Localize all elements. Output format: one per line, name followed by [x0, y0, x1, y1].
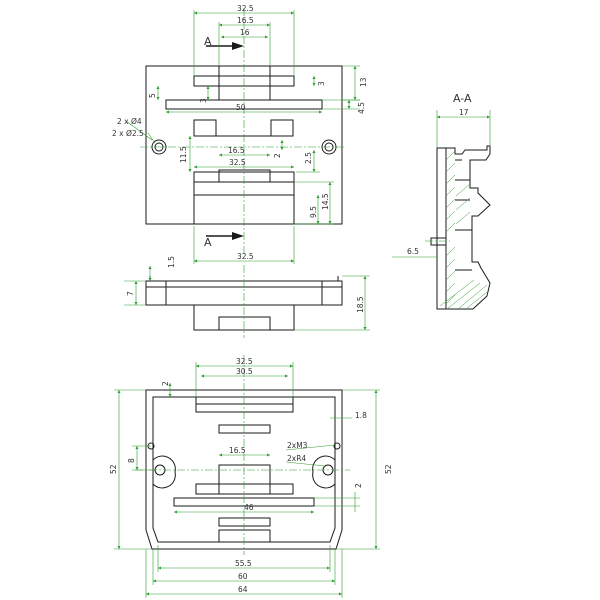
dim-label-h-14-5: 14.5 [321, 193, 330, 210]
dim-label-marker: A [204, 236, 212, 249]
bottom-bar-1 [218, 424, 271, 434]
top-slot-right [270, 119, 294, 137]
dim-label-w-17: 17 [459, 108, 469, 117]
dim-label-w-30-5: 30.5 [236, 367, 253, 376]
bottom-bar-2 [218, 517, 271, 527]
dim-label-w-46: 46 [244, 503, 254, 512]
dim-label-w-32-5: 32.5 [236, 357, 253, 366]
boss-left [152, 455, 176, 489]
thread-right-small [333, 442, 341, 450]
dim-label-holes-2-5: 2 x Ø2.5 [112, 129, 144, 138]
top-lower-block [193, 181, 295, 225]
dim-label-h-2: 2 [161, 381, 170, 386]
top-view: A A 32.5 16.5 16 50 13 [112, 4, 368, 264]
dim-label-w-16-5: 16.5 [229, 446, 246, 455]
section-pin [430, 237, 447, 246]
section-view: A-A 17 6.5 [392, 92, 491, 310]
dim-label-w-32-5-top: 32.5 [237, 4, 254, 13]
dim-label-w-16-5-low: 16.5 [228, 146, 245, 155]
bottom-center-arms [195, 483, 294, 495]
dim-label-threads: 2xM3 [287, 441, 308, 450]
dim-label-w-32-5-bottom: 32.5 [237, 252, 254, 261]
dim-label-h-52-right: 52 [384, 464, 393, 474]
dim-label-h-2-5: 2.5 [304, 152, 313, 164]
dim-label-w-64: 64 [238, 585, 248, 594]
section-marker-bottom: A [204, 232, 244, 249]
dim-label-w-32-5-mid: 32.5 [229, 158, 246, 167]
dim-label-h-9-5: 9.5 [309, 206, 318, 218]
side-view-lower-tab [218, 316, 271, 331]
dim-label-h-11-5: 11.5 [179, 146, 188, 163]
dim-label-radii: 2xR4 [287, 454, 306, 463]
bottom-center-tab [218, 464, 271, 495]
dim-label-h-1-8: 1.8 [355, 411, 367, 420]
dim-label-w-55-5: 55.5 [235, 559, 252, 568]
dim-label-marker: A [204, 35, 212, 48]
dim-label-w-16-5: 16.5 [237, 16, 254, 25]
dim-label-h-7: 7 [126, 291, 135, 296]
dim-label-h-3-left: 3 [199, 98, 208, 103]
dim-label-h-1-5: 1.5 [167, 256, 176, 268]
dim-label-w-16: 16 [240, 28, 250, 37]
dim-label-w-50: 50 [236, 103, 246, 112]
bottom-view: 32.5 30.5 2 1.8 8 2xM3 2xR4 16.5 52 [109, 355, 393, 598]
top-slot-left [193, 119, 217, 137]
dim-label-holes-4: 2 x Ø4 [117, 117, 142, 126]
side-view-dimensions: 1.5 7 18.5 [124, 256, 370, 331]
section-title: A-A [453, 92, 472, 105]
boss-right [312, 455, 336, 489]
dim-label-h-8: 8 [127, 458, 136, 463]
bottom-bar-3 [218, 529, 271, 543]
dim-label-h-52-left: 52 [109, 464, 118, 474]
dim-label-w-60: 60 [238, 572, 248, 581]
dim-label-h-4-5: 4.5 [357, 102, 366, 114]
dim-label-h-5-left: 5 [148, 93, 157, 98]
section-profile [436, 145, 491, 310]
section-hatch [439, 150, 488, 310]
dim-label-h-13: 13 [359, 77, 368, 87]
dim-label-h-2-right: 2 [354, 483, 363, 488]
section-dimensions: 17 6.5 [392, 108, 491, 258]
dim-label-h-3-right: 3 [317, 81, 326, 86]
dim-label-w-6-5: 6.5 [407, 247, 419, 256]
bottom-view-dimensions: 32.5 30.5 2 1.8 8 2xM3 2xR4 16.5 52 [109, 357, 393, 598]
side-view: 1.5 7 18.5 [124, 256, 370, 338]
dim-label-h-2-small: 2 [273, 153, 282, 158]
dim-label-h-18-5: 18.5 [356, 296, 365, 313]
top-view-dimensions: 32.5 16.5 16 50 13 3 4.5 5 3 2 x [112, 4, 368, 264]
top-upper-tab [218, 65, 271, 101]
